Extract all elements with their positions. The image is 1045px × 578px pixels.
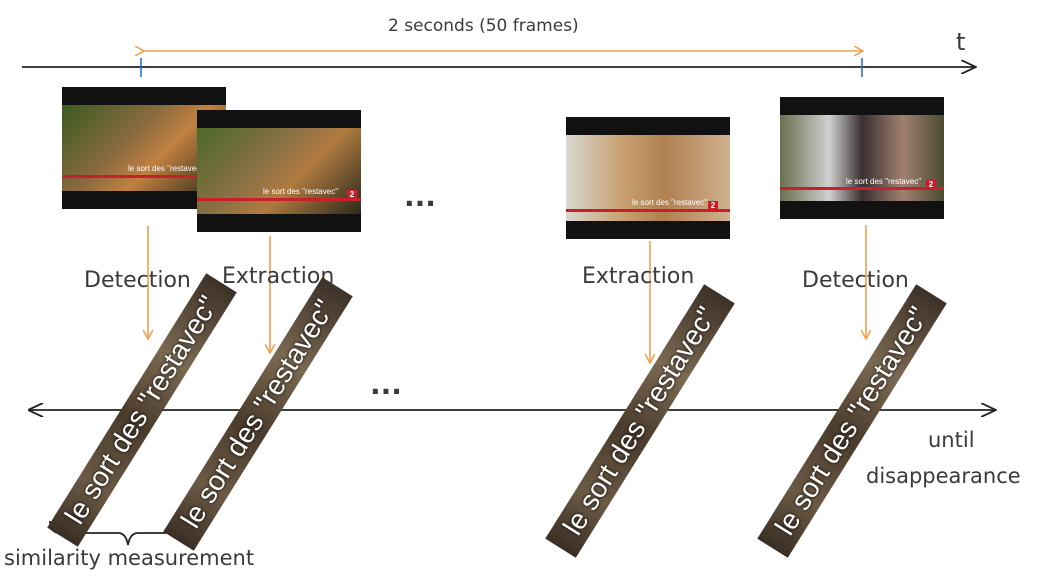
ellipsis-bottom: ... xyxy=(370,368,402,401)
step-detection-2: Detection xyxy=(802,268,909,293)
step-detection-1: Detection xyxy=(84,268,191,293)
time-axis-label: t xyxy=(956,28,966,56)
frame-caption: le sort des "restavec" xyxy=(632,198,708,207)
video-frame-4: le sort des "restavec" 2 xyxy=(780,97,944,219)
frame-caption: le sort des "restavec" xyxy=(263,187,339,196)
end-label-until: until xyxy=(928,428,975,452)
ellipsis-top: ... xyxy=(404,180,436,213)
step-extraction-2: Extraction xyxy=(582,264,695,289)
channel-logo: 2 xyxy=(347,190,357,200)
frame-caption: le sort des "restavec" xyxy=(846,177,922,186)
step-extraction-1: Extraction xyxy=(222,264,335,289)
duration-label: 2 seconds (50 frames) xyxy=(388,16,579,36)
end-label-disappearance: disappearance xyxy=(866,464,1021,488)
similarity-label: similarity measurement xyxy=(4,546,255,570)
video-frame-2: le sort des "restavec" 2 xyxy=(197,110,361,232)
channel-logo: 2 xyxy=(708,201,718,211)
channel-logo: 2 xyxy=(926,180,936,190)
video-frame-3: le sort des "restavec" 2 xyxy=(566,117,730,239)
frame-caption: le sort des "restavec" xyxy=(128,164,204,173)
